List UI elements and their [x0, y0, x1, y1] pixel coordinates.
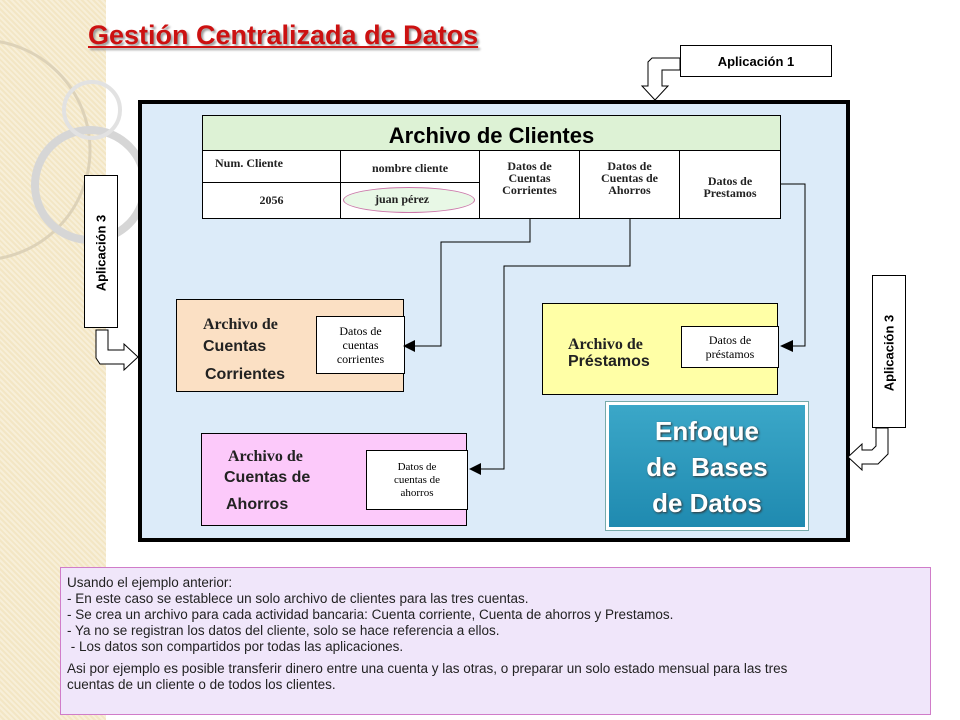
prestamos-inner-box: Datos de préstamos	[681, 326, 779, 368]
aplicacion-3-left-tab: Aplicación 3	[84, 175, 118, 328]
corrientes-title-line2: Cuentas	[203, 338, 267, 355]
column-text: Cuentas	[508, 171, 551, 185]
corrientes-inner-box: Datos de cuentas corrientes	[316, 316, 405, 374]
inner-text: Datos de	[708, 333, 752, 347]
ahorros-title-line1: Archivo de	[228, 448, 303, 465]
nombre-cliente-value: juan pérez	[375, 192, 430, 206]
inner-text: ahorros	[400, 486, 434, 499]
prestamos-title-line2: Préstamos	[568, 353, 650, 370]
archivo-clientes-table: Archivo de Clientes Num. Cliente nombre …	[202, 115, 781, 219]
inner-text: préstamos	[705, 347, 755, 361]
archivo-cuentas-corrientes: Archivo de Cuentas Corrientes Datos de c…	[176, 299, 405, 392]
inner-text: Datos de	[339, 324, 382, 338]
enfoque-line: Enfoque	[655, 416, 759, 446]
notes-bullet: - Los datos son compartidos por todas la…	[67, 639, 404, 654]
aplicacion-3-left-label: Aplicación 3	[93, 214, 109, 292]
ahorros-title-line3: Ahorros	[226, 496, 289, 513]
decorative-stripe	[0, 0, 106, 720]
aplicacion-3-right-tab: Aplicación 3	[872, 275, 906, 428]
notes-bullet: - Ya no se registran los datos del clien…	[67, 623, 500, 638]
num-cliente-value: 2056	[202, 182, 341, 219]
datos-cuentas-corrientes-column: Datos de Cuentas Corrientes	[479, 150, 580, 219]
enfoque-line: de Datos	[652, 488, 762, 518]
notes-box: Usando el ejemplo anterior: - En este ca…	[60, 567, 931, 715]
corrientes-title-line3: Corrientes	[205, 366, 286, 383]
prestamos-title-line1: Archivo de	[568, 336, 643, 353]
datos-cuentas-ahorros-column: Datos de Cuentas de Ahorros	[579, 150, 680, 219]
datos-prestamos-column: Datos de Prestamos	[679, 150, 781, 219]
notes-intro: Usando el ejemplo anterior:	[67, 575, 233, 590]
notes-closing: Asi por ejemplo es posible transferir di…	[67, 661, 788, 676]
notes-bullet: - Se crea un archivo para cada actividad…	[67, 607, 674, 622]
aplicacion-3-right-label: Aplicación 3	[881, 314, 897, 392]
notes-closing: cuentas de un cliente o de todos los cli…	[67, 677, 336, 692]
inner-text: corrientes	[336, 352, 385, 366]
column-text: Ahorros	[608, 183, 651, 197]
inner-text: Datos de	[397, 460, 437, 473]
column-text: Corrientes	[502, 183, 557, 197]
notes-bullet: - En este caso se establece un solo arch…	[67, 591, 529, 606]
column-text: Datos de	[607, 159, 652, 173]
highlight-ellipse	[343, 187, 475, 213]
archivo-prestamos: Archivo de Préstamos Datos de préstamos	[542, 303, 779, 395]
inner-text: cuentas	[342, 338, 379, 352]
aplicacion-1-tab: Aplicación 1	[680, 45, 832, 77]
ahorros-title-line2: Cuentas de	[224, 469, 311, 486]
inner-text: cuentas de	[393, 473, 441, 486]
page-title: Gestión Centralizada de Datos	[88, 20, 479, 50]
archivo-cuentas-ahorros: Archivo de Cuentas de Ahorros Datos de c…	[201, 433, 468, 526]
column-text: Prestamos	[703, 186, 757, 200]
ahorros-inner-box: Datos de cuentas de ahorros	[366, 450, 468, 510]
column-text: Datos de	[707, 174, 753, 188]
column-text: Cuentas de	[600, 171, 658, 185]
column-text: Datos de	[507, 159, 552, 173]
corrientes-title-line1: Archivo de	[203, 316, 278, 333]
nombre-cliente-cell: juan pérez	[340, 182, 480, 219]
enfoque-line: de Bases	[646, 452, 768, 482]
enfoque-bases-datos-box: Enfoque de Bases de Datos	[606, 402, 808, 530]
